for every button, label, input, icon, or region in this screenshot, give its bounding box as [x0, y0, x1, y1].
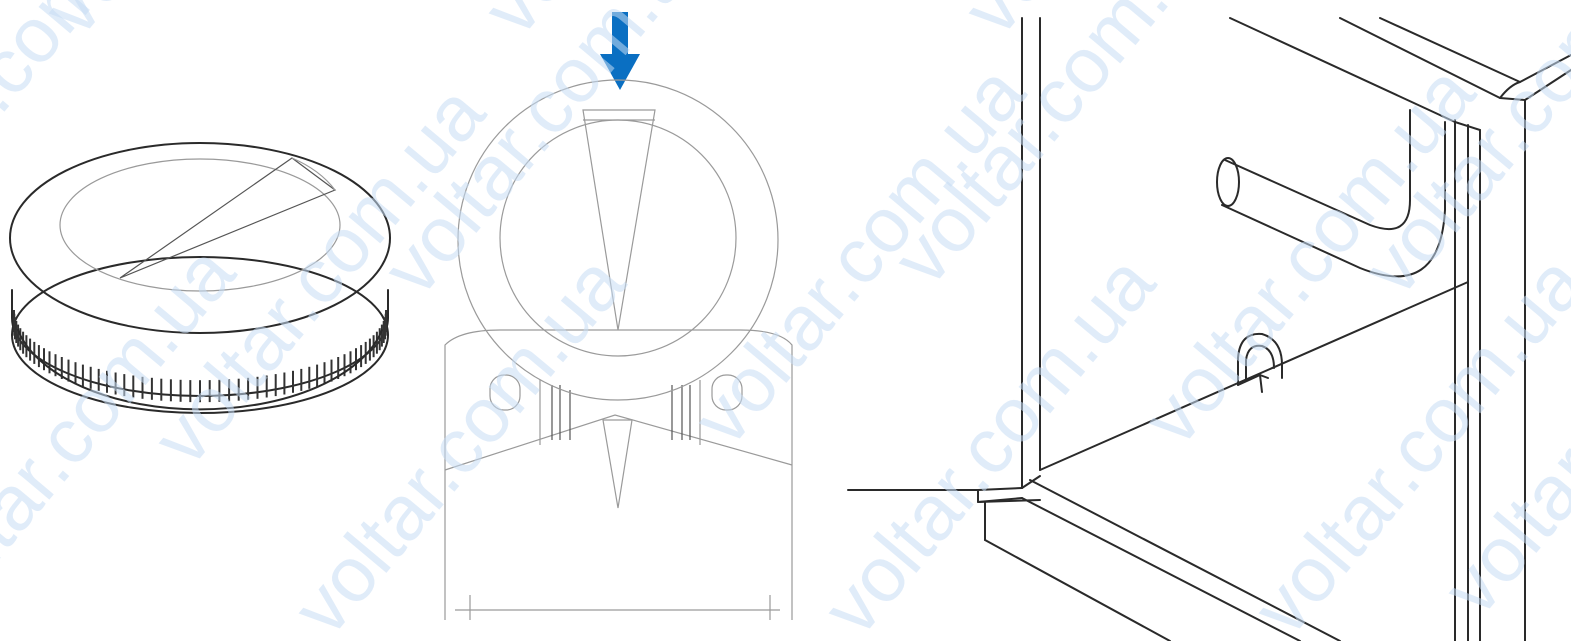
- cap-knurling: [13, 310, 387, 403]
- cabinet-corner-figure: [847, 17, 1571, 641]
- dial-front-figure: [444, 12, 793, 620]
- arrow-down-icon: [600, 12, 640, 90]
- round-cap-figure: [9, 142, 391, 414]
- clip-part: [1237, 332, 1283, 393]
